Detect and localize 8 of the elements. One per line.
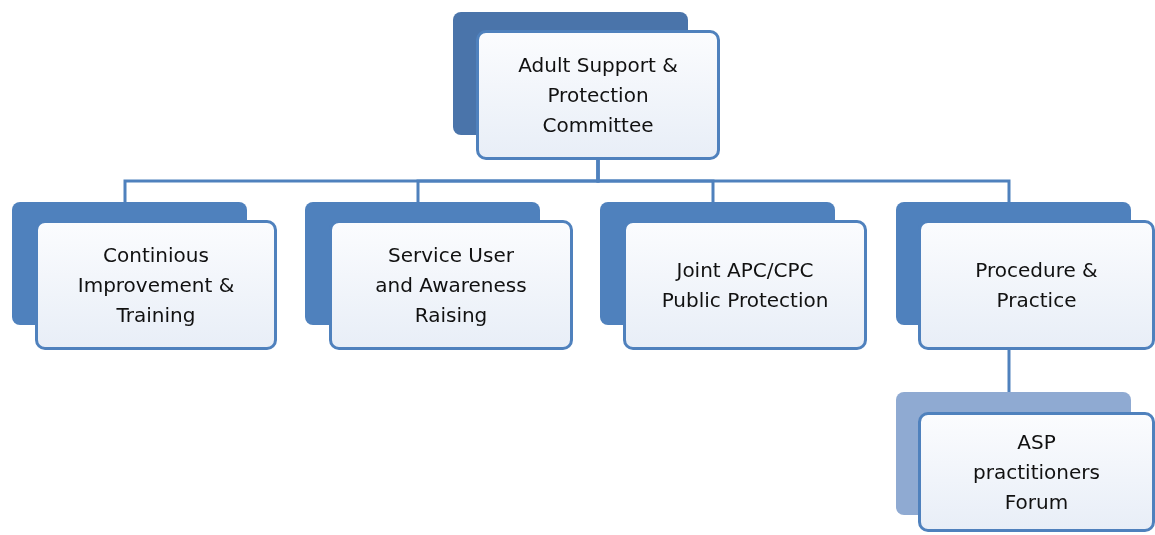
box-label: Procedure & Practice	[974, 257, 1099, 314]
box-label: ASP practitioners Forum	[972, 429, 1101, 516]
box-label: Continious Improvement & Training	[76, 242, 236, 329]
box-label: Adult Support & Protection Committee	[517, 52, 679, 139]
box-label: Joint APC/CPC Public Protection	[661, 257, 829, 314]
connector-line	[1007, 350, 1011, 392]
connector-line	[596, 160, 1011, 202]
box-label: Service User and Awareness Raising	[374, 242, 528, 329]
